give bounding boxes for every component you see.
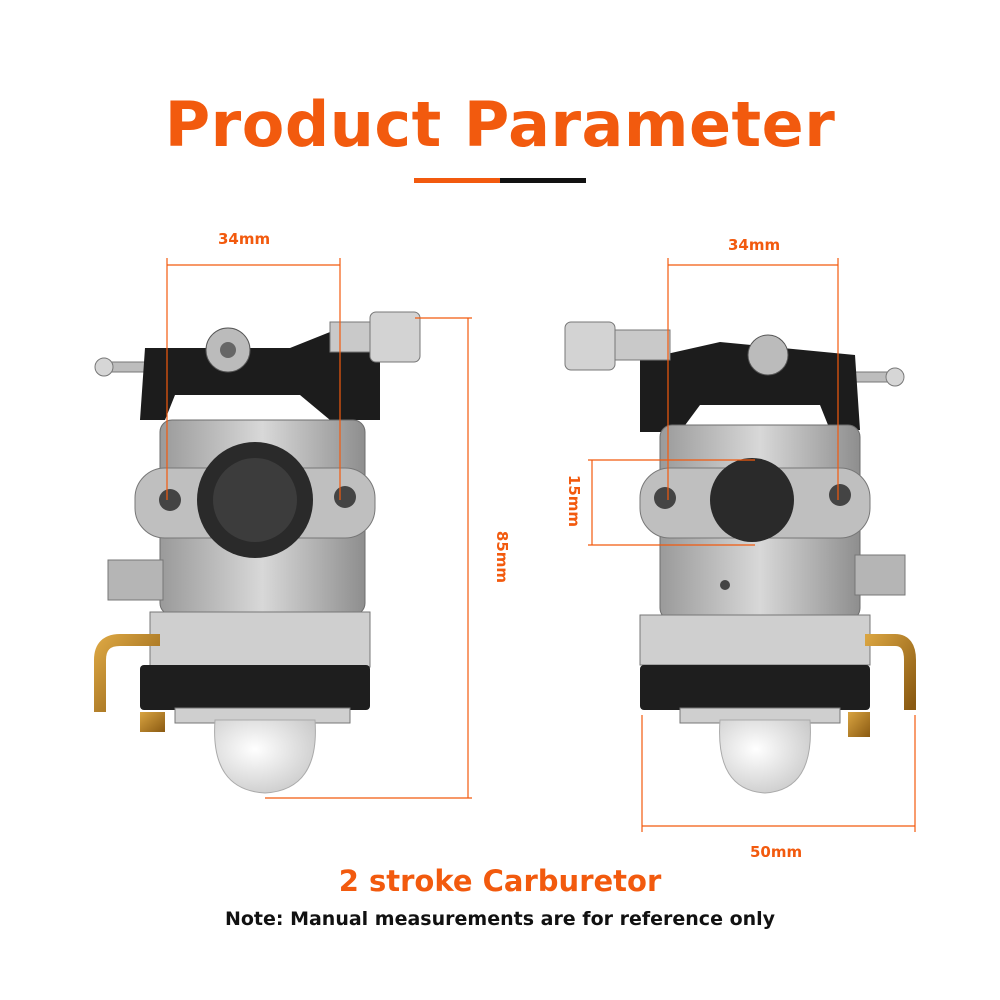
dim-right-base: 50mm [750,843,803,861]
throttle-bracket-left [140,330,380,420]
cable-adjuster-right [564,321,616,371]
throttle-bracket-right [640,342,860,432]
diaphragm-cover-left [140,665,370,710]
measurement-note: Note: Manual measurements are for refere… [224,908,776,930]
intake-bore-right [710,458,794,542]
diaphragm-cover-right [640,665,870,710]
page-title: Product Parameter [164,88,836,161]
carburetor-right [564,321,916,794]
dim-right-width: 34mm [728,236,781,254]
primer-bulb-left [214,719,316,794]
dimension-lines [166,258,916,832]
dim-right-bore: 15mm [565,474,584,528]
carburetor-left [94,311,421,794]
dim-left-width: 34mm [218,230,271,248]
title-underline-black [500,178,586,183]
title-underline-orange [414,178,500,183]
cable-adjuster-left [369,311,421,363]
dim-left-height: 85mm [493,530,512,584]
fuel-pipe-left [94,634,160,712]
primer-bulb-right [719,719,811,794]
fuel-pipe-right [865,634,916,710]
product-name: 2 stroke Carburetor [338,864,662,898]
